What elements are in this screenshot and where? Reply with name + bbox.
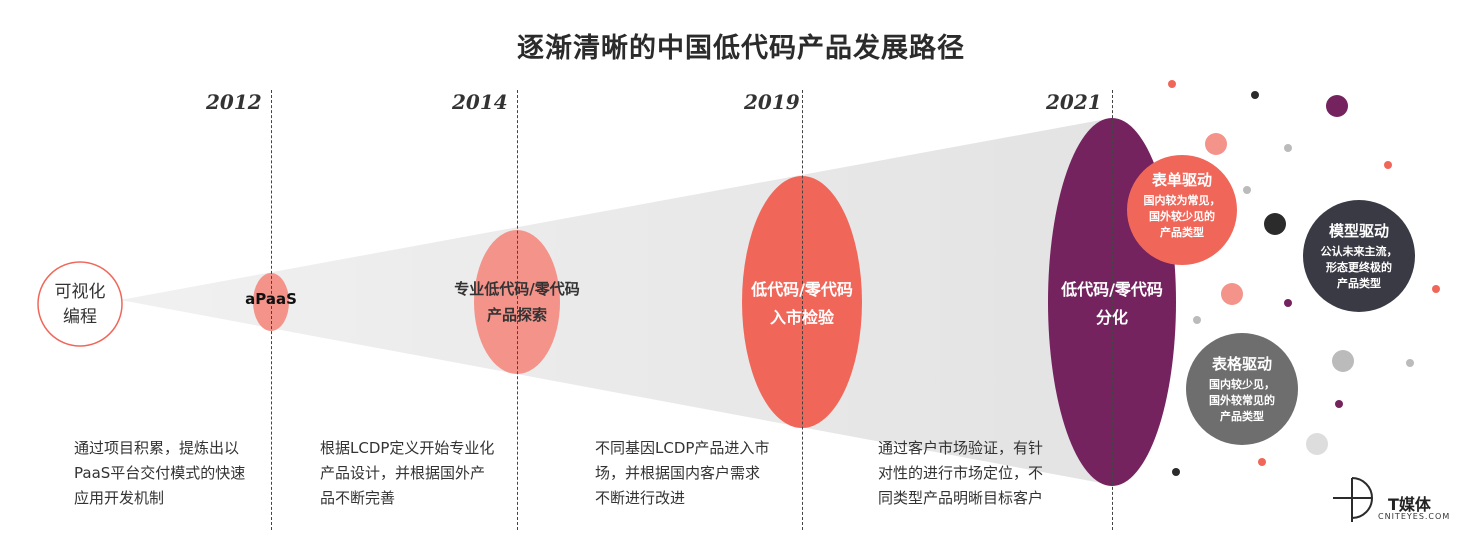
logo-name: T媒体 <box>1388 495 1431 514</box>
year-label-2021: 2021 <box>1046 90 1102 114</box>
decorative-dots <box>1168 80 1440 476</box>
branch-circle-table: 表格驱动 国内较少见， 国外较常见的 产品类型 <box>1186 333 1298 445</box>
year-label-2012: 2012 <box>206 90 262 114</box>
description-2021: 通过客户市场验证，有针 对性的进行市场定位，不 同类型产品明晰目标客户 <box>878 439 1044 507</box>
page-title: 逐渐清晰的中国低代码产品发展路径 <box>517 33 965 64</box>
branch-circle-form: 表单驱动 国内较为常见， 国外较少见的 产品类型 <box>1127 155 1237 265</box>
description-2014: 根据LCDP定义开始专业化 产品设计，并根据国外产 品不断完善 <box>320 439 495 507</box>
branch-text-model: 公认未来主流， 形态更终极的 产品类型 <box>1320 245 1398 290</box>
timeline-divider <box>271 90 272 530</box>
stage-label-split: 低代码/零代码 分化 <box>1061 280 1163 327</box>
timeline-funnel <box>120 118 1112 485</box>
description-2012: 通过项目积累，提炼出以 PaaS平台交付模式的快速 应用开发机制 <box>74 439 246 507</box>
stage-label-explore: 专业低代码/零代码 产品探索 <box>454 280 580 324</box>
branch-circle-model: 模型驱动 公认未来主流， 形态更终极的 产品类型 <box>1303 200 1415 312</box>
start-node-label: 可视化 编程 <box>54 282 106 327</box>
branch-text-table: 国内较少见， 国外较常见的 产品类型 <box>1209 378 1275 423</box>
timeline-divider <box>517 90 518 530</box>
year-label-2019: 2019 <box>744 90 800 114</box>
branch-title-model: 模型驱动 <box>1328 222 1389 240</box>
timeline-divider <box>1112 90 1113 530</box>
logo-mark-icon <box>1333 477 1373 522</box>
timeline-divider <box>802 90 803 530</box>
year-label-2014: 2014 <box>452 90 508 114</box>
stage-label-apaas: aPaaS <box>245 290 297 308</box>
stage-label-test: 低代码/零代码 入市检验 <box>751 280 853 327</box>
description-2019: 不同基因LCDP产品进入市 场，并根据国内客户需求 不断进行改进 <box>595 439 770 507</box>
branch-title-form: 表单驱动 <box>1151 171 1212 189</box>
start-circle <box>37 261 123 347</box>
branch-title-table: 表格驱动 <box>1211 355 1272 373</box>
branch-text-form: 国内较为常见， 国外较少见的 产品类型 <box>1143 194 1221 239</box>
logo-sub: CNITEYES.COM <box>1378 512 1451 521</box>
